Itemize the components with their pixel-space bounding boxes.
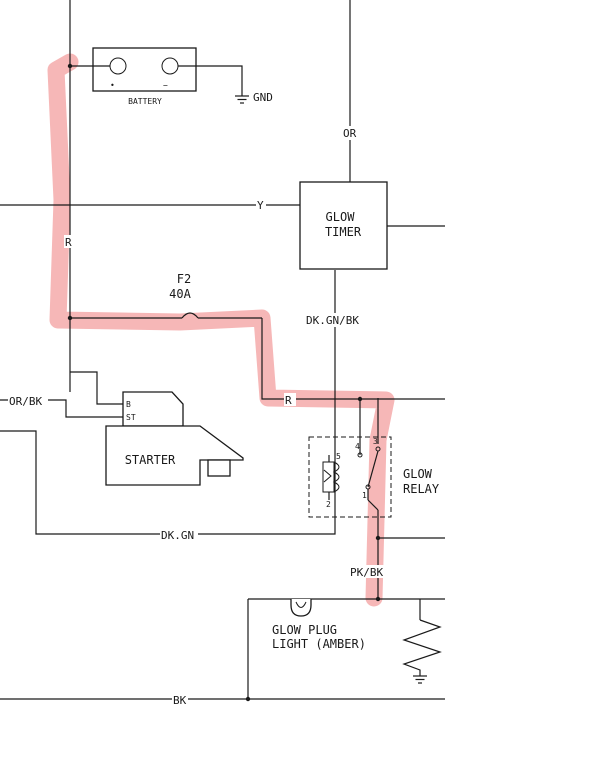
glow-timer-label-line1: GLOW xyxy=(326,210,356,224)
relay-pin2: 2 xyxy=(326,500,331,509)
relay-pin1: 1 xyxy=(362,491,367,500)
battery-positive-mark: • xyxy=(110,81,115,90)
glow-relay-label-line1: GLOW xyxy=(403,467,433,481)
relay-pin3: 3 xyxy=(373,437,378,446)
starter-terminal-b: B xyxy=(126,400,131,409)
wire-label-r-vertical: R xyxy=(65,236,72,249)
glow-plug-light: GLOW PLUG LIGHT (AMBER) xyxy=(272,599,366,651)
glow-timer: GLOW TIMER xyxy=(299,181,388,270)
wiring xyxy=(0,0,445,700)
wire-label-dk-gn-bk: DK.GN/BK xyxy=(306,314,359,327)
battery-label: BATTERY xyxy=(128,97,162,106)
battery-negative-mark: − xyxy=(163,81,168,90)
junction-dots xyxy=(67,63,381,702)
ground-label: GND xyxy=(253,91,273,104)
wire-label-or-bk: OR/BK xyxy=(9,395,42,408)
starter-label: STARTER xyxy=(125,453,176,467)
ground-icon: GND xyxy=(235,91,273,104)
wire-label-bk: BK xyxy=(173,694,187,707)
wire-dk-gn-bk xyxy=(0,270,336,535)
relay-pin4: 4 xyxy=(355,442,360,451)
fuse-id: F2 xyxy=(177,272,191,286)
wire-label-dk-gn: DK.GN xyxy=(161,529,194,542)
starter: B ST STARTER xyxy=(105,391,244,486)
wire-label-or: OR xyxy=(343,127,357,140)
glow-plug-resistor xyxy=(402,619,442,684)
fuse-rating: 40A xyxy=(169,287,191,301)
glow-timer-label-line2: TIMER xyxy=(325,225,362,239)
wire-label-pk-bk: PK/BK xyxy=(350,566,383,579)
glow-relay: 4 5 2 1 3 GLOW RELAY xyxy=(308,436,440,518)
wire-label-y: Y xyxy=(257,199,264,212)
starter-terminal-st: ST xyxy=(126,413,136,422)
battery: • − BATTERY xyxy=(92,47,197,106)
glow-relay-label-line2: RELAY xyxy=(403,482,440,496)
glow-plug-light-label-line1: GLOW PLUG xyxy=(272,623,337,637)
glow-plug-light-label-line2: LIGHT (AMBER) xyxy=(272,637,366,651)
wire-label-r-horizontal: R xyxy=(285,394,292,407)
wire-labels: OR Y R DK.GN/BK R OR/BK DK.GN PK/BK BK xyxy=(8,126,387,707)
fuse-f2: F2 40A xyxy=(169,272,199,319)
relay-pin5: 5 xyxy=(336,452,341,461)
highlighted-circuit-path xyxy=(47,53,395,607)
